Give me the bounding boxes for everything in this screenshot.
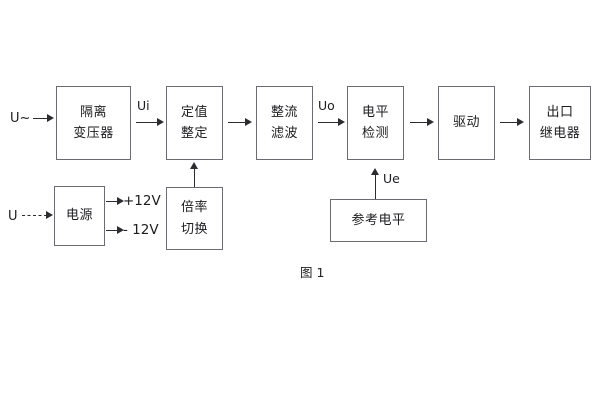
rail-label-positive-12v: +12V — [123, 193, 161, 209]
block-multiplier-switch-line2: 切换 — [180, 221, 208, 237]
signal-label-ue: Ue — [383, 171, 400, 186]
block-isolation-transformer-line2: 变压器 — [73, 126, 114, 141]
block-power-supply[interactable]: 电源 — [54, 186, 105, 246]
arrow-rectify-filter-to-level-detection — [318, 118, 345, 127]
dc-input-label: U — [8, 209, 18, 224]
block-output-relay-line1: 出口 — [546, 104, 574, 120]
arrow-isolation-transformer-to-setting-value — [136, 118, 164, 127]
arrow-reference-level-to-level-detection — [371, 168, 380, 199]
ac-input-label: U~ — [10, 111, 31, 126]
block-output-relay-line2: 继电器 — [539, 126, 581, 141]
block-rectify-filter[interactable]: 整流 滤波 — [256, 86, 313, 160]
arrow-setting-value-to-rectify-filter — [228, 118, 253, 127]
block-drive[interactable]: 驱动 — [438, 86, 495, 160]
block-reference-level[interactable]: 参考电平 — [330, 199, 427, 242]
arrow-ac-input-to-isolation-transformer — [33, 114, 54, 123]
signal-label-uo: Uo — [318, 98, 335, 113]
block-level-detection[interactable]: 电平 检测 — [347, 86, 404, 160]
arrow-power-supply-rail-positive — [106, 197, 124, 206]
block-level-detection-line1: 电平 — [361, 104, 389, 120]
arrow-drive-to-output-relay — [500, 118, 525, 127]
block-multiplier-switch[interactable]: 倍率 切换 — [166, 187, 223, 250]
block-output-relay[interactable]: 出口 继电器 — [529, 86, 591, 160]
arrow-multiplier-switch-to-setting-value — [190, 162, 199, 187]
arrow-dc-input-to-power-supply — [22, 211, 53, 220]
block-power-supply-line1: 电源 — [65, 208, 93, 224]
arrow-power-supply-rail-negative — [106, 226, 124, 235]
block-drive-line1: 驱动 — [452, 115, 480, 131]
signal-label-ui: Ui — [137, 98, 150, 113]
rail-label-negative-12v: - 12V — [123, 222, 159, 238]
figure-caption: 图 1 — [300, 265, 325, 280]
block-setting-value-line2: 整定 — [180, 126, 208, 141]
block-reference-level-line1: 参考电平 — [351, 212, 406, 228]
block-isolation-transformer[interactable]: 隔离 变压器 — [56, 86, 131, 160]
block-rectify-filter-line2: 滤波 — [270, 126, 298, 141]
block-setting-value[interactable]: 定值 整定 — [166, 86, 223, 160]
block-level-detection-line2: 检测 — [361, 126, 389, 141]
block-rectify-filter-line1: 整流 — [270, 104, 298, 120]
block-isolation-transformer-line1: 隔离 — [79, 104, 107, 120]
block-setting-value-line1: 定值 — [180, 104, 208, 120]
block-multiplier-switch-line1: 倍率 — [180, 200, 208, 216]
arrow-level-detection-to-drive — [410, 118, 435, 127]
